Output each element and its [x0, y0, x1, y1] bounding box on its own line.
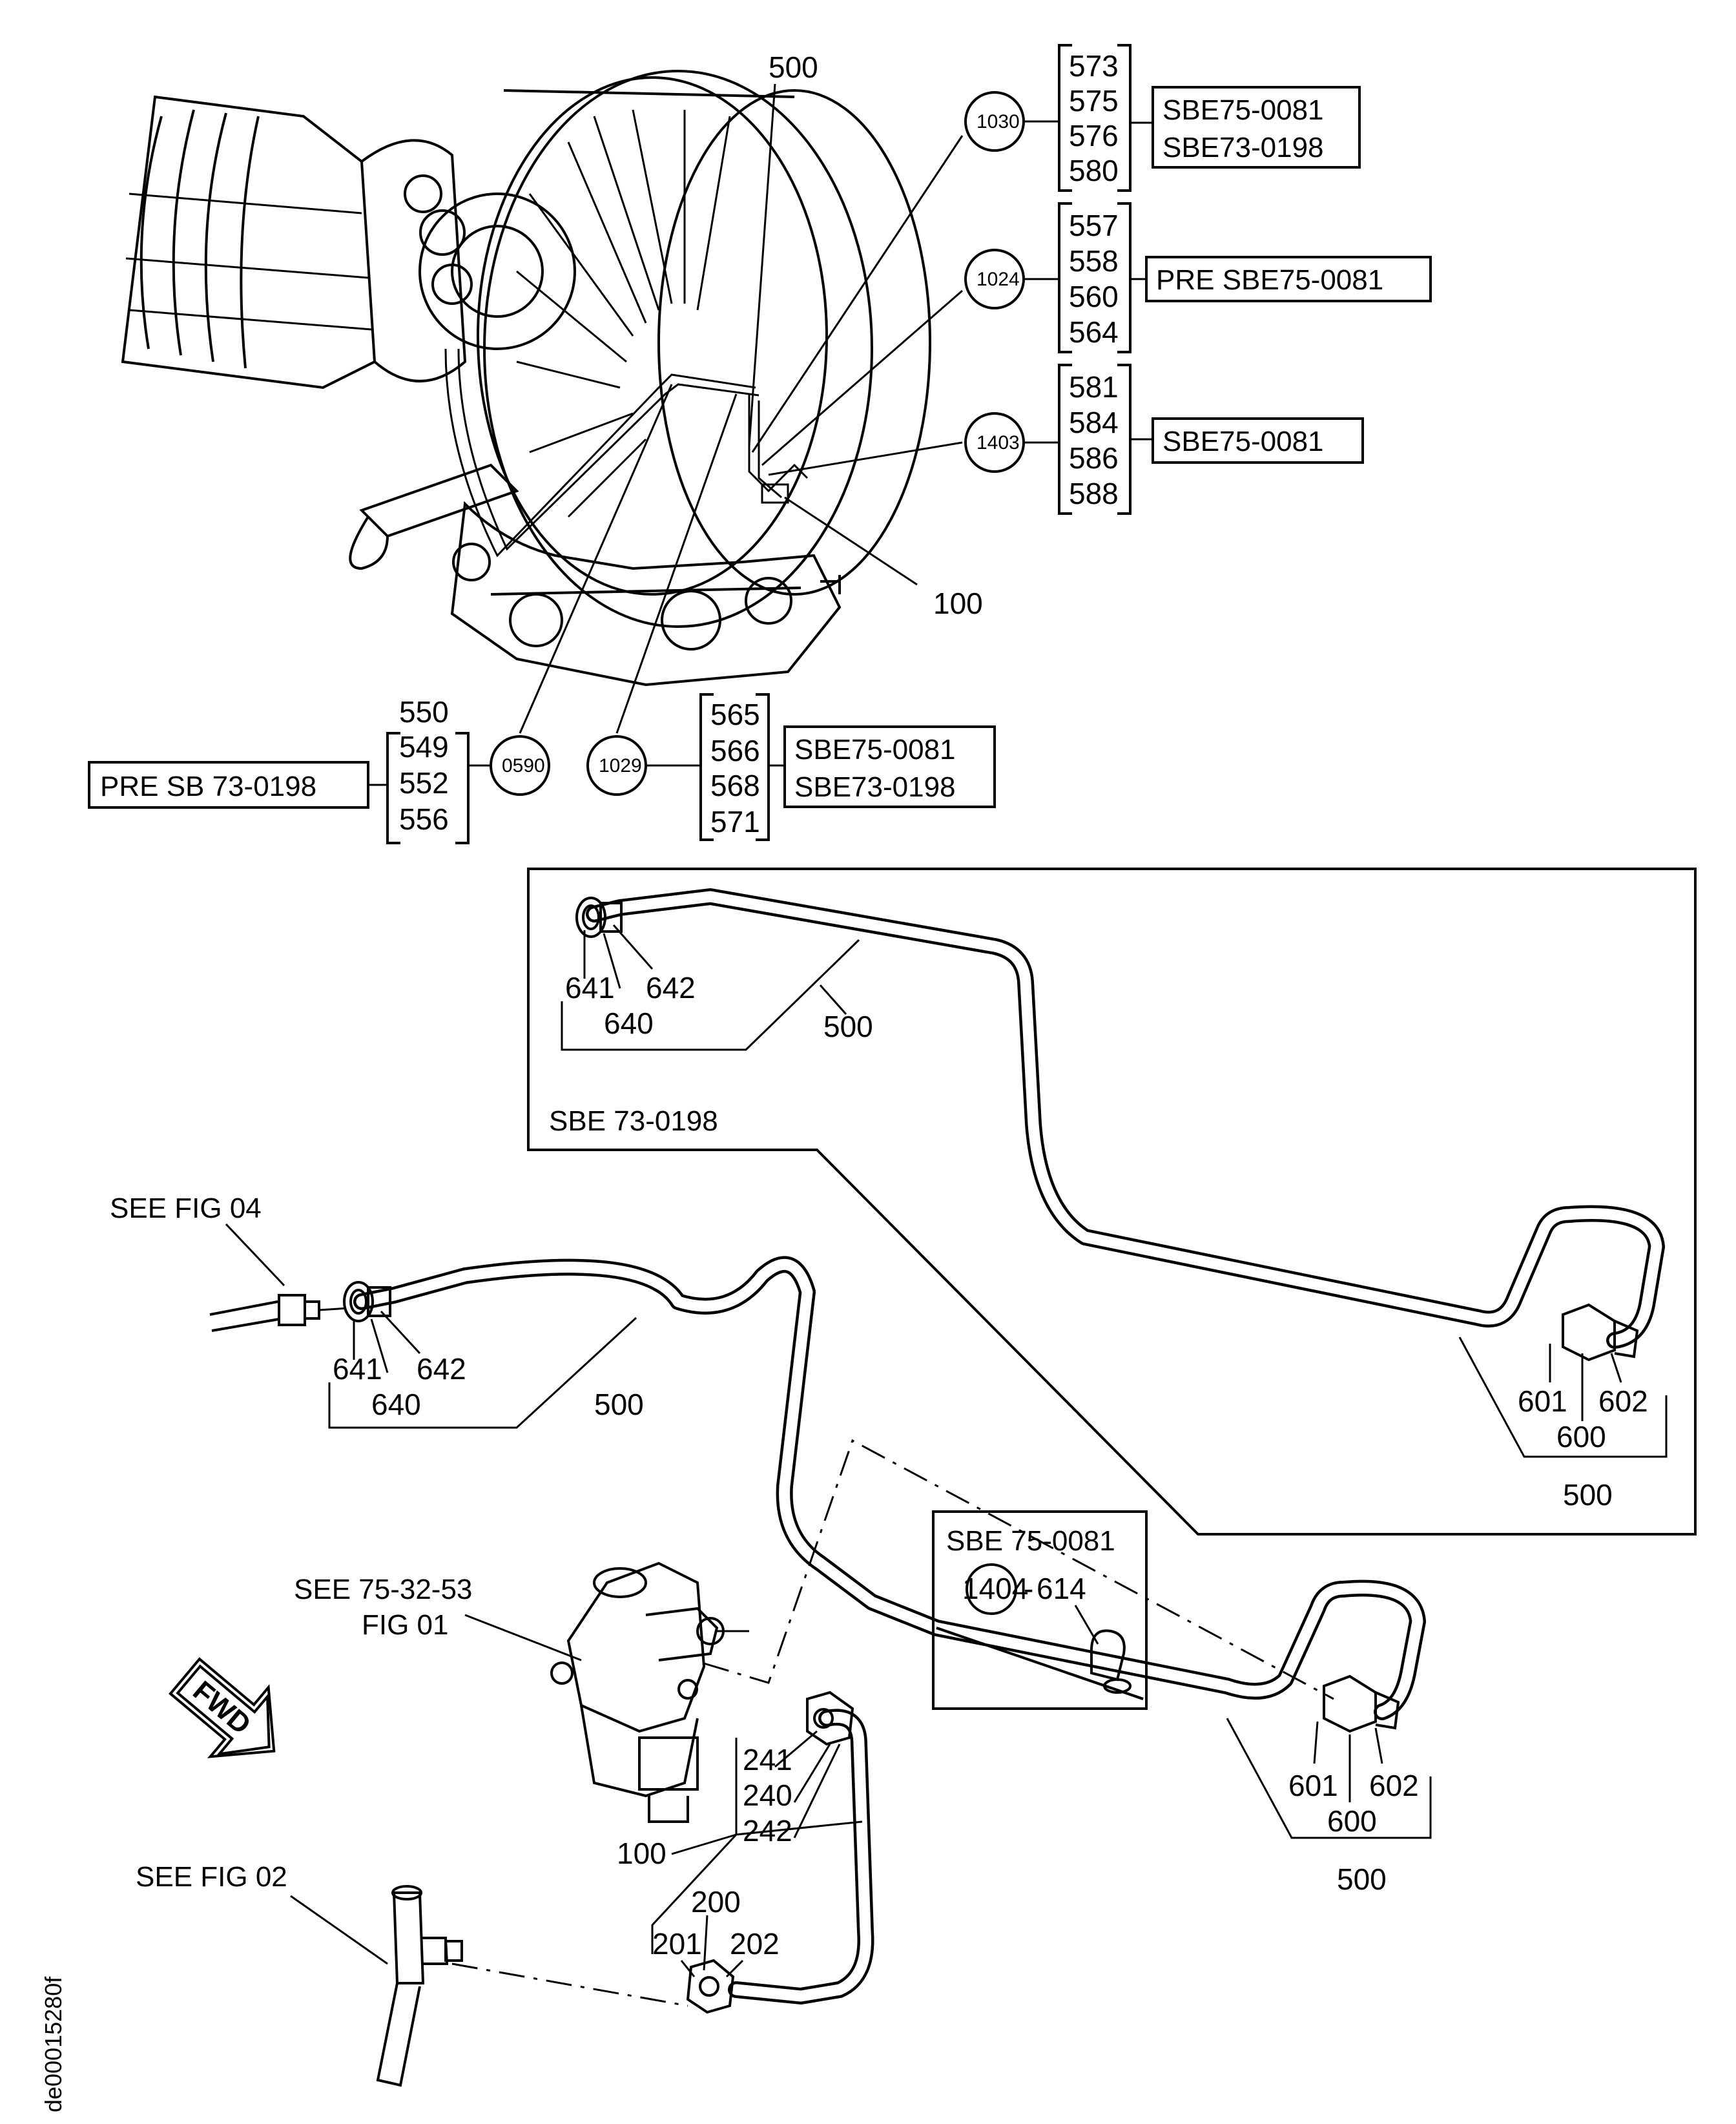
part-580: 580 — [1069, 154, 1119, 187]
circle-0590-label: 0590 — [502, 755, 545, 776]
inset73-602: 602 — [1598, 1384, 1648, 1418]
main-640: 640 — [371, 1388, 421, 1421]
pointer-500-label: 500 — [769, 50, 818, 84]
inset73-642: 642 — [646, 971, 696, 1005]
effectivity-sbe75-0081: SBE75-0081 — [1162, 94, 1324, 126]
part-573: 573 — [1069, 49, 1119, 83]
main-642: 642 — [417, 1352, 466, 1386]
part-565: 565 — [710, 698, 760, 731]
inset73-601: 601 — [1518, 1384, 1567, 1418]
effectivity-sbe75-0081-b: SBE75-0081 — [1162, 426, 1324, 457]
part-564: 564 — [1069, 315, 1119, 349]
main-lower-view: SEE FIG 04 641 642 640 500 601 602 — [110, 1192, 1432, 2087]
inset73-600: 600 — [1556, 1420, 1606, 1453]
callout-1403: 1403 581 584 586 588 SBE75-0081 — [964, 364, 1364, 515]
see-fig-04-label: SEE FIG 04 — [110, 1192, 262, 1224]
inset73-500b: 500 — [1563, 1478, 1613, 1512]
see-75-32-53-label: SEE 75-32-53 — [294, 1574, 472, 1605]
main-240: 240 — [743, 1778, 792, 1812]
top-leaders — [519, 83, 964, 734]
inset75-circle-1404: 1404 — [962, 1572, 1028, 1605]
part-568: 568 — [710, 769, 760, 802]
callout-1029: 1029 565 566 568 571 SBE75-0081 SBE73-01… — [586, 693, 996, 841]
main-241: 241 — [743, 1743, 792, 1776]
effectivity-pre-sb-73-0198: PRE SB 73-0198 — [100, 771, 316, 802]
part-575: 575 — [1069, 84, 1119, 118]
part-566: 566 — [710, 734, 760, 767]
callout-1030: 1030 573 575 576 580 SBE75-0081 SBE73-01… — [964, 44, 1361, 192]
part-588: 588 — [1069, 477, 1119, 510]
part-560: 560 — [1069, 280, 1119, 313]
part-571: 571 — [710, 805, 760, 838]
main-641: 641 — [333, 1352, 382, 1386]
main-200: 200 — [691, 1885, 741, 1919]
inset-sbe73-0198: SBE 73-0198 641 642 640 500 601 602 600 … — [527, 868, 1697, 1536]
main-500b: 500 — [1337, 1862, 1387, 1896]
inset75-dash: - — [1024, 1572, 1033, 1605]
inset73-500a: 500 — [823, 1010, 873, 1043]
main-601: 601 — [1288, 1769, 1338, 1802]
main-242: 242 — [743, 1814, 792, 1848]
pointer-100-label: 100 — [933, 587, 983, 620]
tee-fitting-drawing — [376, 1885, 463, 2087]
part-552: 552 — [399, 766, 449, 800]
inset73-641: 641 — [565, 971, 615, 1005]
inset-sbe75-0081: SBE 75-0081 1404 - 614 — [932, 1510, 1148, 1710]
main-201: 201 — [652, 1927, 702, 1961]
main-100: 100 — [617, 1837, 666, 1870]
part-586: 586 — [1069, 441, 1119, 475]
main-600: 600 — [1327, 1804, 1377, 1838]
effectivity-sbe73-0198: SBE73-0198 — [1162, 132, 1324, 163]
effectivity-pre-sbe75-0081: PRE SBE75-0081 — [1156, 264, 1383, 296]
valve-body-drawing — [550, 1561, 749, 1823]
engine-assembly-drawing — [121, 70, 931, 687]
part-581: 581 — [1069, 370, 1119, 404]
part-557: 557 — [1069, 209, 1119, 242]
fwd-arrow: FWD — [169, 1657, 276, 1758]
part-576: 576 — [1069, 119, 1119, 152]
callout-0590: 550 549 552 556 0590 PRE SB 73-0198 — [88, 695, 550, 844]
circle-1030-label: 1030 — [976, 111, 1020, 132]
fig-01-label: FIG 01 — [362, 1609, 449, 1641]
see-fig-02-label: SEE FIG 02 — [136, 1861, 287, 1893]
inset73-640: 640 — [604, 1006, 654, 1040]
effectivity-sbe75-0081-c: SBE75-0081 — [794, 734, 956, 765]
effectivity-sbe73-0198-c: SBE73-0198 — [794, 771, 956, 803]
part-556: 556 — [399, 802, 449, 836]
circle-1029-label: 1029 — [599, 755, 642, 776]
callout-1024: 1024 557 558 560 564 PRE SBE75-0081 — [964, 202, 1432, 353]
figure-id: de00015280f — [40, 1976, 67, 2112]
inset75-title: SBE 75-0081 — [946, 1525, 1115, 1557]
circle-1024-label: 1024 — [976, 269, 1020, 290]
inset-sbe73-title: SBE 73-0198 — [549, 1105, 718, 1137]
circle-1403-label: 1403 — [976, 432, 1020, 453]
part-558: 558 — [1069, 244, 1119, 278]
part-584: 584 — [1069, 406, 1119, 439]
main-500a: 500 — [594, 1388, 644, 1421]
part-550: 550 — [399, 695, 449, 729]
main-602: 602 — [1369, 1769, 1419, 1802]
inset75-part-614: 614 — [1037, 1572, 1086, 1605]
main-202: 202 — [730, 1927, 780, 1961]
part-549: 549 — [399, 730, 449, 764]
